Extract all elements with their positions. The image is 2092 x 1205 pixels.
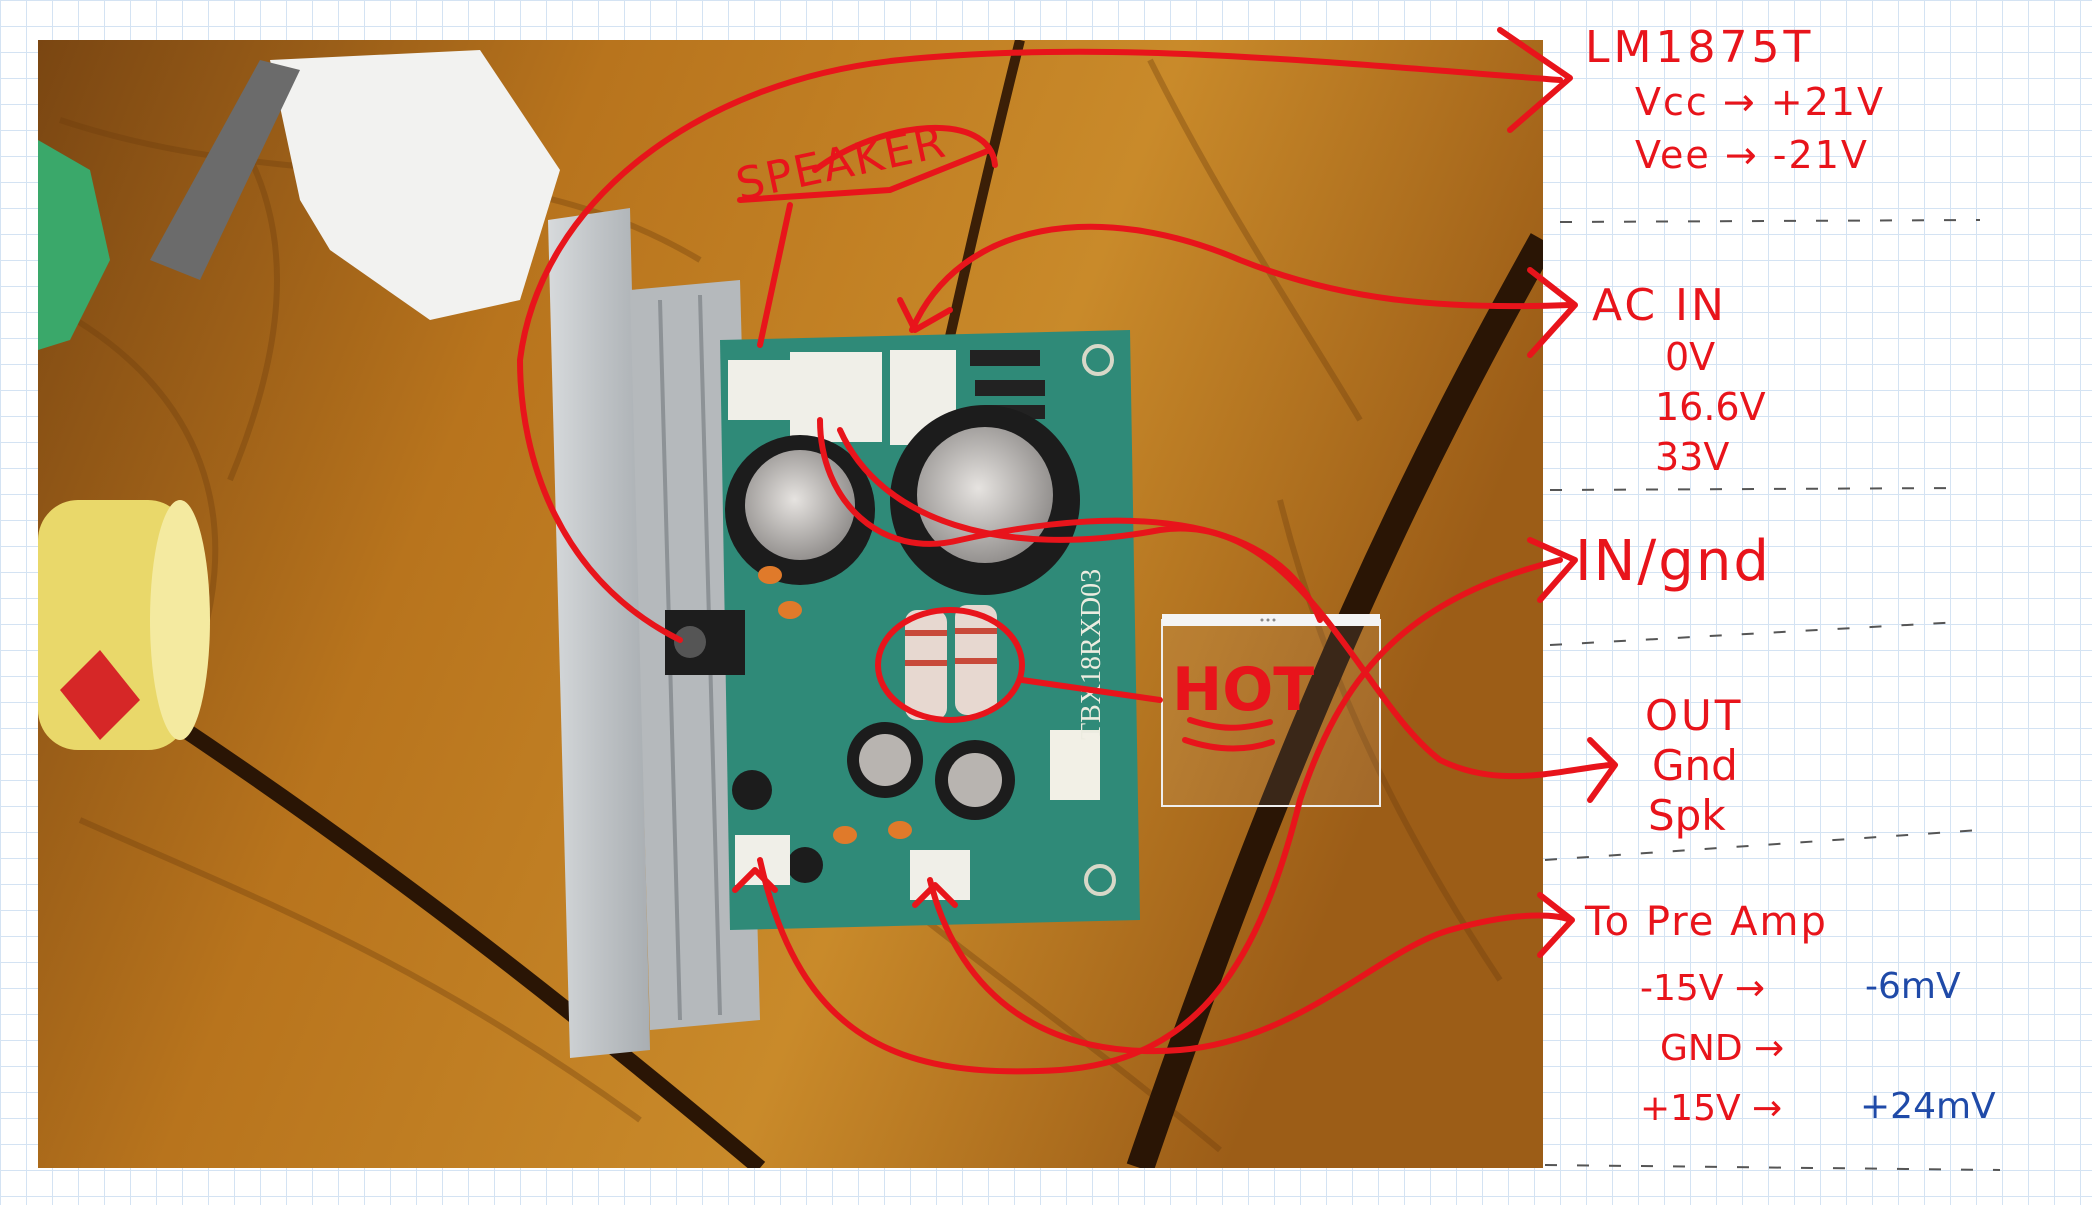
ac-in-33v: 33V [1655,435,1729,479]
output-notes: OUT Gnd Spk [1645,691,1743,840]
chip-name: LM1875T [1585,22,1814,73]
ac-in-16v: 16.6V [1655,385,1766,429]
preamp-row-1-label: -15V → [1640,968,1765,1009]
out-label: OUT [1645,691,1743,740]
ac-in-notes: AC IN 0V 16.6V 33V [1592,280,1766,479]
amplifier-board-photo: TBX18RXD03 [38,40,1543,1168]
pcb-board: TBX18RXD03 [665,330,1140,930]
annotation-strokes [517,27,1618,1075]
chip-vee: Vee → -21V [1635,133,1869,177]
preamp-row-1-reading: -6mV [1865,966,1961,1007]
out-spk: Spk [1648,791,1726,840]
preamp-row-2-label: GND → [1660,1028,1784,1069]
out-gnd: Gnd [1652,741,1738,790]
spray-can [38,500,210,750]
preamp-title: To Pre Amp [1584,899,1828,945]
board-id-label: TBX18RXD03 [1076,569,1107,740]
input-title: IN/gnd [1575,529,1771,594]
ac-in-title: AC IN [1592,280,1727,331]
preamp-row-3-label: +15V → [1640,1088,1782,1129]
ac-in-0v: 0V [1665,335,1715,379]
chip-vcc: Vcc → +21V [1635,80,1885,124]
preamp-notes: To Pre Amp -15V → -6mV GND → +15V → +24m… [1584,899,1996,1129]
notes-panel: LM1875T Vcc → +21V Vee → -21V AC IN 0V 1… [1544,22,2001,1171]
hot-label: HOT [1172,655,1314,725]
chip-notes: LM1875T Vcc → +21V Vee → -21V [1585,22,1885,177]
preamp-row-3-reading: +24mV [1860,1086,1996,1127]
